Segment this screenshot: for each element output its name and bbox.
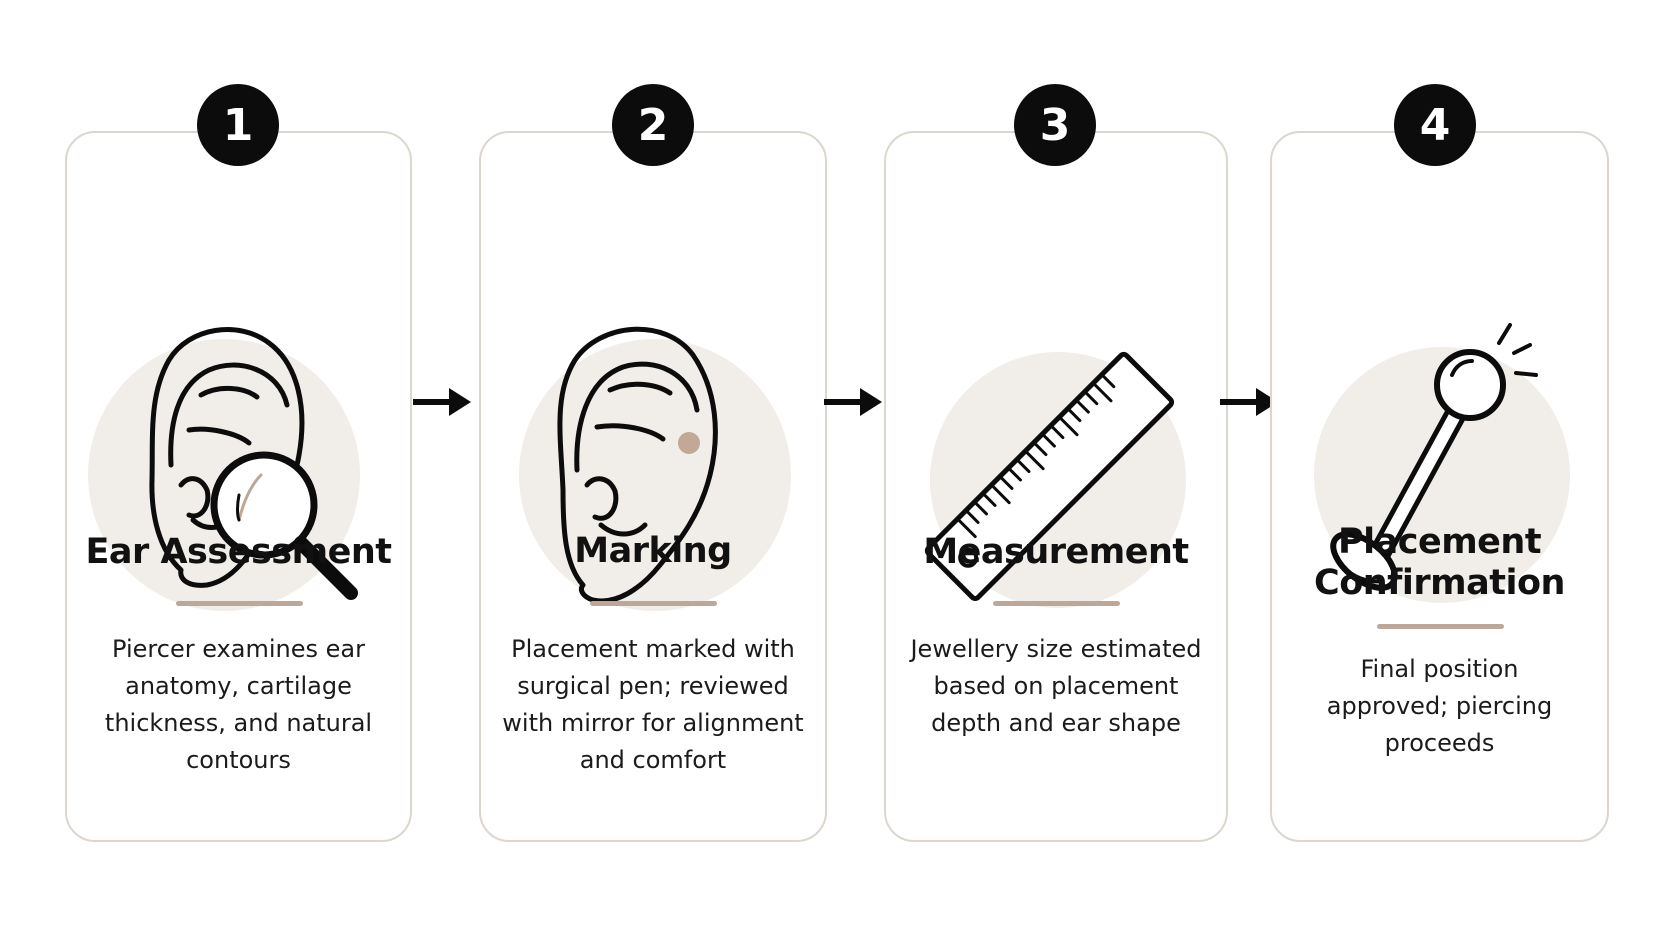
step-number-badge-1: 1 — [197, 84, 279, 166]
ruler-icon — [908, 315, 1208, 635]
step-description: Final position approved; piercing procee… — [1326, 655, 1553, 757]
arrow-right-icon — [1216, 382, 1280, 422]
accent-divider — [993, 601, 1120, 606]
step-title: Measurement — [923, 532, 1189, 572]
step-card-4: Placement Confirmation Final position ap… — [1270, 131, 1609, 842]
ear-magnifier-icon — [88, 315, 389, 635]
ear-marked-icon — [505, 315, 805, 635]
step-number-badge-4: 4 — [1394, 84, 1476, 166]
arrow-right-icon — [820, 382, 884, 422]
labret-stud-icon — [1292, 315, 1592, 635]
step-description: Jewellery size estimated based on placem… — [910, 635, 1202, 737]
step-card-1: Ear Assessment Piercer examines ear anat… — [65, 131, 412, 842]
step-number-badge-2: 2 — [612, 84, 694, 166]
step-description: Piercer examines ear anatomy, cartilage … — [104, 635, 373, 774]
accent-divider — [175, 601, 303, 606]
accent-divider — [590, 601, 717, 606]
step-title: Placement Confirmation — [1314, 522, 1565, 603]
step-card-2: Marking Placement marked with surgical p… — [479, 131, 827, 842]
arrow-right-icon — [409, 382, 473, 422]
step-title: Ear Assessment — [85, 532, 392, 572]
accent-divider — [1376, 624, 1504, 629]
step-description: Placement marked with surgical pen; revi… — [502, 635, 804, 774]
step-number-badge-3: 3 — [1014, 84, 1096, 166]
step-title: Marking — [574, 531, 732, 571]
step-card-3: Measurement Jewellery size estimated bas… — [884, 131, 1228, 842]
